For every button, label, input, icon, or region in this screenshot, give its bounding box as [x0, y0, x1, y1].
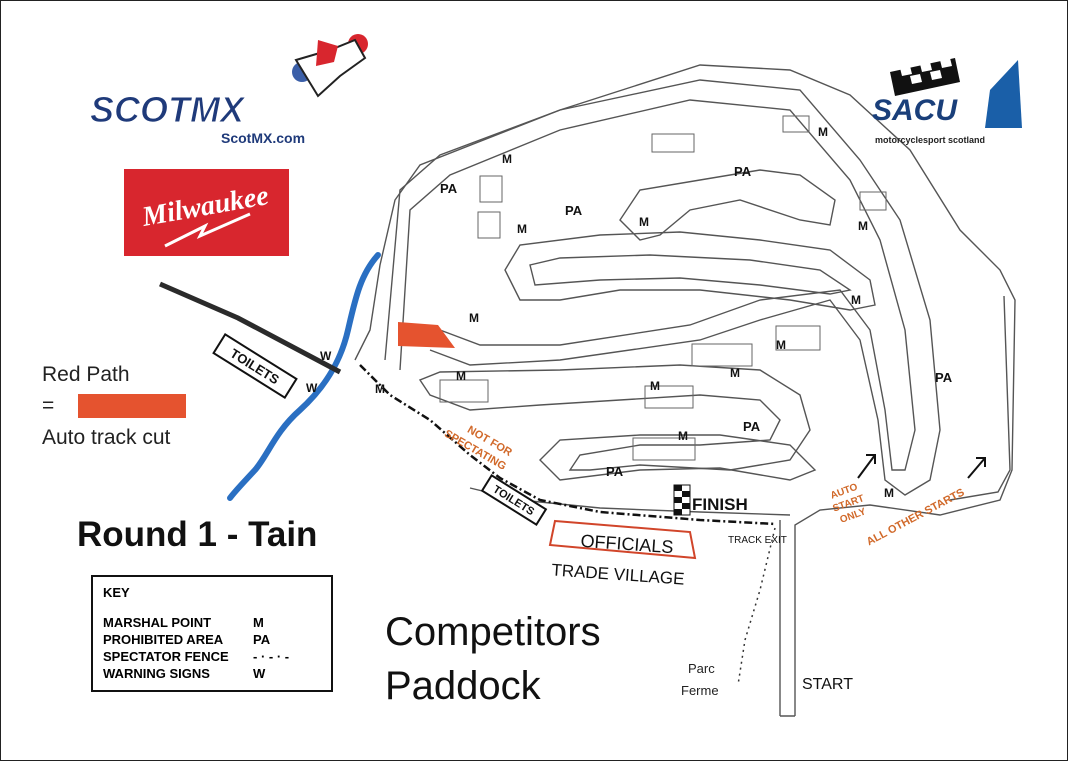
track-loop-mid: [418, 364, 811, 471]
svg-text:M: M: [456, 369, 466, 383]
svg-text:M: M: [678, 429, 688, 443]
competitors-paddock-label: Competitors Paddock: [385, 605, 601, 713]
svg-text:SCOTMX: SCOTMX: [90, 89, 246, 130]
track-loop-top: [619, 169, 836, 241]
svg-text:PA: PA: [606, 464, 624, 479]
paddock-line-2: Paddock: [385, 664, 541, 708]
svg-text:motorcyclesport scotland: motorcyclesport scotland: [875, 135, 985, 145]
svg-text:M: M: [517, 222, 527, 236]
svg-text:M: M: [469, 311, 479, 325]
not-for-spectating-label: NOT FOR SPECTATING: [442, 424, 514, 473]
warning-sign-1: W: [320, 349, 332, 363]
auto-start-label: AUTO START ONLY: [829, 482, 868, 526]
svg-text:PA: PA: [565, 203, 583, 218]
svg-text:M: M: [375, 382, 385, 396]
track-loop-lower: [539, 434, 817, 481]
key-symbol-marshal: M: [253, 615, 264, 630]
warning-sign-2: W: [306, 381, 318, 395]
officials-label: OFFICIALS: [580, 531, 674, 557]
red-path-swatch: [78, 394, 186, 418]
svg-text:M: M: [851, 293, 861, 307]
sacu-logo: SACU motorcyclesport scotland: [872, 58, 1022, 145]
key-row-prohibited: PROHIBITED AREA: [103, 632, 224, 647]
svg-text:PA: PA: [440, 181, 458, 196]
svg-text:OFFICIALS: OFFICIALS: [580, 531, 674, 557]
key-symbol-fence: - · - · -: [253, 649, 290, 664]
svg-text:SACU: SACU: [872, 94, 958, 127]
spectator-fence: [359, 364, 776, 526]
parc-ferme-label-1: Parc: [688, 661, 715, 676]
key-symbol-warning: W: [253, 666, 266, 681]
svg-text:TRADE VILLAGE: TRADE VILLAGE: [551, 560, 685, 588]
officials-box: [548, 519, 697, 560]
prohibited-areas: PA PA PA PA PA PA: [440, 164, 953, 479]
svg-text:M: M: [818, 125, 828, 139]
svg-text:PA: PA: [935, 370, 953, 385]
key-row-marshal: MARSHAL POINT: [103, 615, 212, 630]
svg-text:M: M: [776, 338, 786, 352]
arrow-icon-auto-start: [857, 454, 876, 479]
svg-text:PA: PA: [743, 419, 761, 434]
svg-text:ScotMX.com: ScotMX.com: [221, 130, 305, 146]
track-loop-upper: [504, 231, 876, 311]
all-other-starts-label: ALL OTHER STARTS: [865, 486, 967, 548]
key-symbol-prohibited: PA: [253, 632, 271, 647]
access-road: [159, 281, 342, 375]
track-inner-lane: [399, 99, 916, 471]
key-heading: KEY: [103, 585, 130, 600]
key-row-warning: WARNING SIGNS: [103, 666, 210, 681]
start-label: START: [802, 676, 853, 693]
track-loop-upper-inner: [529, 254, 852, 295]
finish-label: FINISH: [692, 495, 748, 514]
arrow-icon-other-starts: [967, 457, 986, 479]
parc-ferme-line: [737, 527, 776, 686]
start-lane: [779, 295, 1011, 717]
parc-ferme-label-2: Ferme: [681, 683, 719, 698]
svg-text:ALL OTHER STARTS: ALL OTHER STARTS: [865, 486, 967, 548]
svg-text:PA: PA: [734, 164, 752, 179]
key-row-fence: SPECTATOR FENCE: [103, 649, 229, 664]
checkered-flag-icon: [673, 484, 691, 516]
scotmx-logo: SCOTMX ScotMX.com: [90, 34, 368, 146]
red-path-equals: =: [42, 394, 55, 417]
auto-track-cut-label: Auto track cut: [42, 426, 171, 449]
marshal-gates: [439, 115, 887, 461]
track-exit-label: TRACK EXIT: [728, 535, 787, 546]
red-auto-cut: [398, 322, 455, 348]
milwaukee-logo: Milwaukee: [124, 169, 289, 256]
marshal-points: M M M M M M M M M M M M M M: [375, 125, 894, 500]
svg-text:M: M: [884, 486, 894, 500]
track-outer-lane: [384, 79, 941, 496]
svg-text:M: M: [639, 215, 649, 229]
paddock-line-1: Competitors: [385, 610, 601, 654]
round-title: Round 1 - Tain: [77, 515, 318, 554]
trade-village-label: TRADE VILLAGE: [551, 560, 685, 588]
svg-text:M: M: [650, 379, 660, 393]
svg-text:M: M: [858, 219, 868, 233]
svg-text:M: M: [502, 152, 512, 166]
river: [227, 252, 381, 501]
red-path-label: Red Path: [42, 363, 130, 386]
toilets-sign-right: TOILETS: [480, 474, 548, 526]
svg-text:M: M: [730, 366, 740, 380]
map-key: KEY MARSHAL POINT M PROHIBITED AREA PA S…: [91, 575, 333, 692]
